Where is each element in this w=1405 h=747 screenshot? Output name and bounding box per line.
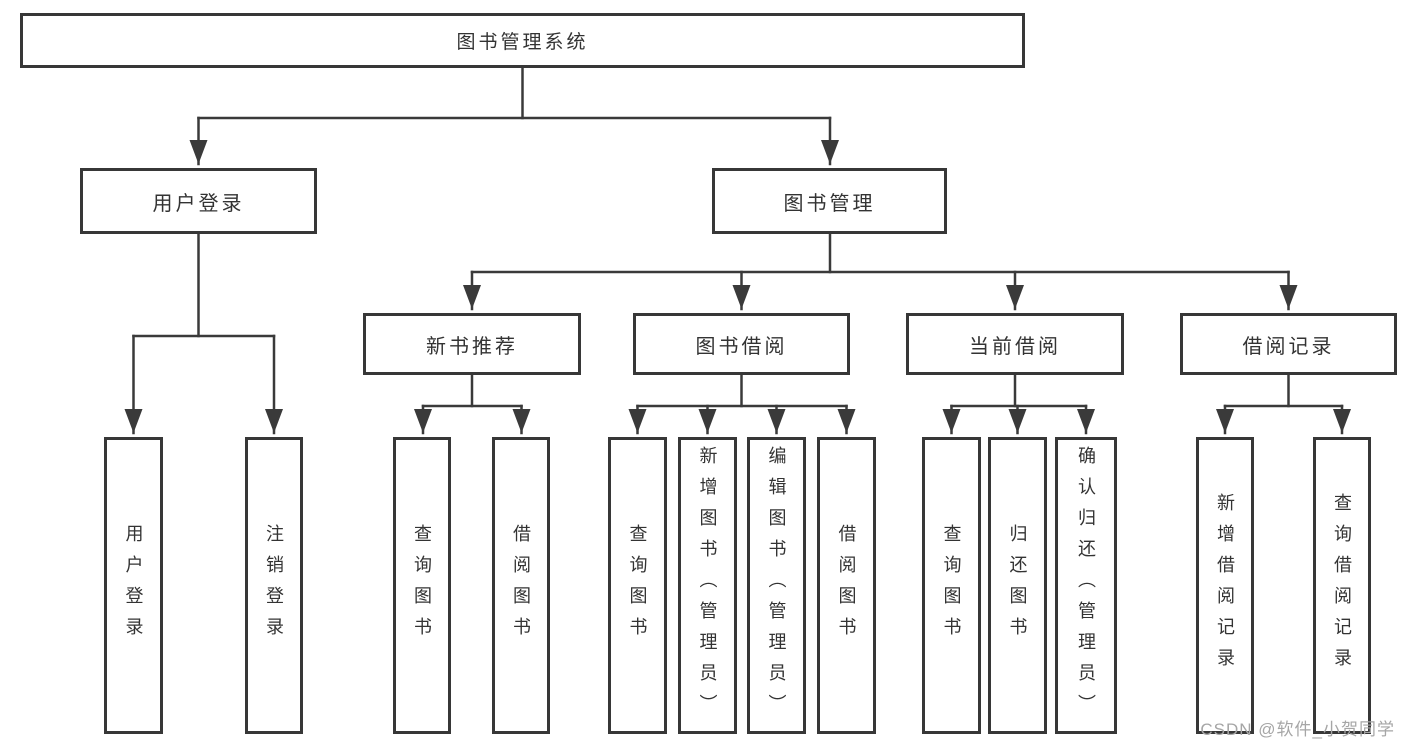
edge-current-borrow-children — [942, 373, 1095, 435]
node-new-book-recommend-label: 新书推荐 — [426, 335, 518, 358]
leaf-confirm-return-admin-label: 确认归还（管理员） — [1076, 446, 1096, 725]
node-book-management: 图书管理 — [712, 168, 947, 234]
edge-book-mgmt-to-level2 — [463, 232, 1298, 311]
node-root-system: 图书管理系统 — [20, 13, 1025, 68]
leaf-user-login-label: 用户登录 — [123, 523, 144, 648]
edge-borrow-record-children — [1216, 373, 1351, 435]
edge-book-borrow-children — [628, 373, 856, 435]
leaf-query-books-recommend: 查询图书 — [393, 437, 451, 734]
node-borrowing-records-label: 借阅记录 — [1242, 335, 1335, 358]
leaf-borrow-books: 借阅图书 — [817, 437, 876, 734]
node-user-login-label: 用户登录 — [152, 192, 245, 215]
leaf-query-books-recommend-label: 查询图书 — [412, 523, 432, 648]
edge-root-to-level1 — [189, 65, 839, 166]
leaf-query-borrow-record: 查询借阅记录 — [1313, 437, 1371, 734]
node-book-borrowing-label: 图书借阅 — [695, 335, 788, 358]
leaf-borrow-books-recommend-label: 借阅图书 — [511, 523, 531, 648]
leaf-query-books-borrowing-label: 查询图书 — [627, 523, 648, 648]
leaf-return-books-label: 归还图书 — [1007, 523, 1028, 648]
edge-new-book-children — [414, 373, 531, 435]
leaf-query-books-current-label: 查询图书 — [941, 523, 962, 648]
node-new-book-recommend: 新书推荐 — [363, 313, 581, 375]
node-root-label: 图书管理系统 — [456, 32, 589, 53]
leaf-add-borrow-record: 新增借阅记录 — [1196, 437, 1254, 734]
leaf-borrow-books-recommend: 借阅图书 — [492, 437, 550, 734]
leaf-user-login: 用户登录 — [104, 437, 163, 734]
leaf-edit-books-admin: 编辑图书（管理员） — [747, 437, 806, 734]
leaf-query-books-borrowing: 查询图书 — [608, 437, 667, 734]
leaf-confirm-return-admin: 确认归还（管理员） — [1055, 437, 1117, 734]
node-user-login: 用户登录 — [80, 168, 317, 234]
leaf-edit-books-admin-label: 编辑图书（管理员） — [766, 446, 787, 725]
leaf-return-books: 归还图书 — [988, 437, 1047, 734]
leaf-query-borrow-record-label: 查询借阅记录 — [1332, 492, 1352, 679]
leaf-logout: 注销登录 — [245, 437, 303, 734]
leaf-logout-label: 注销登录 — [264, 523, 284, 648]
leaf-add-books-admin: 新增图书（管理员） — [678, 437, 737, 734]
node-current-borrowing: 当前借阅 — [906, 313, 1124, 375]
edge-user-login-children — [124, 232, 283, 435]
node-borrowing-records: 借阅记录 — [1180, 313, 1397, 375]
leaf-add-books-admin-label: 新增图书（管理员） — [697, 446, 718, 725]
node-book-management-label: 图书管理 — [783, 192, 876, 215]
leaf-borrow-books-label: 借阅图书 — [836, 523, 857, 648]
node-current-borrowing-label: 当前借阅 — [969, 335, 1061, 358]
node-book-borrowing: 图书借阅 — [633, 313, 850, 375]
leaf-query-books-current: 查询图书 — [922, 437, 981, 734]
leaf-add-borrow-record-label: 新增借阅记录 — [1215, 492, 1235, 679]
csdn-watermark: CSDN @软件_小贺同学 — [1200, 720, 1395, 739]
